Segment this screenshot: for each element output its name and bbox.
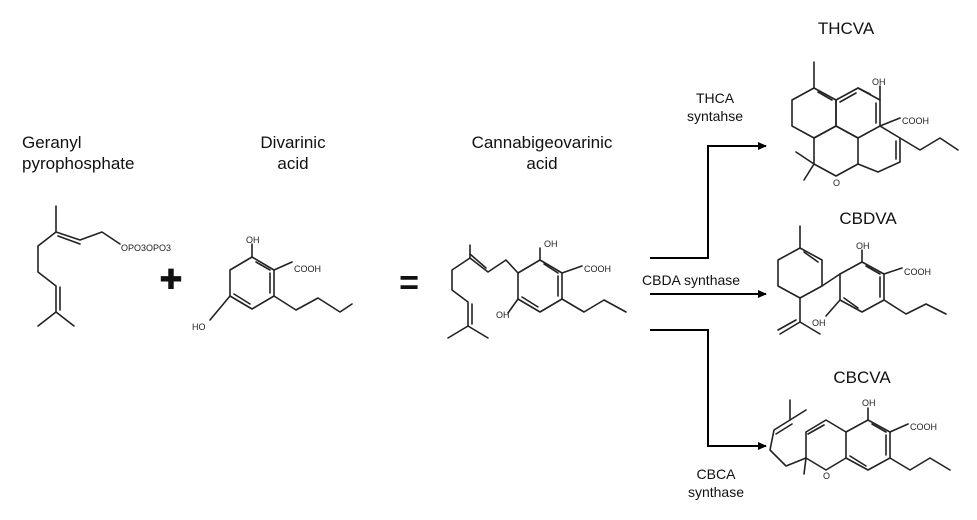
divarinic-acid-structure: OH COOH HO bbox=[192, 235, 353, 332]
svg-text:COOH: COOH bbox=[904, 267, 931, 277]
opo3-label: OPO3OPO3 bbox=[121, 243, 171, 253]
svg-text:OH: OH bbox=[544, 239, 558, 249]
reaction-arrows bbox=[650, 142, 767, 450]
geranyl-pyrophosphate-structure: OPO3OPO3 bbox=[37, 205, 171, 327]
cooh-label: COOH bbox=[294, 264, 321, 274]
svg-text:COOH: COOH bbox=[902, 116, 929, 126]
geranyl-pyrophosphate-label: Geranyl pyrophosphate bbox=[22, 133, 135, 174]
o-label: O bbox=[833, 178, 840, 188]
equals-icon: = bbox=[399, 264, 419, 302]
ho-label: HO bbox=[192, 322, 206, 332]
svg-text:O: O bbox=[823, 471, 830, 481]
thcva-structure: OH COOH O bbox=[791, 61, 959, 188]
cbcva-structure: OH COOH O bbox=[769, 398, 951, 481]
thcva-label: THCVA bbox=[817, 19, 875, 38]
svg-text:OH: OH bbox=[812, 318, 826, 328]
cbca-synthase-label: CBCA synthase bbox=[687, 466, 745, 500]
cbdva-label: CBDVA bbox=[839, 209, 897, 228]
cannabigeovarinic-acid-structure: OH COOH OH bbox=[447, 239, 627, 339]
oh-label: OH bbox=[246, 235, 260, 245]
cannabigeovarinic-acid-label: Cannabigeovarinic acid bbox=[471, 133, 613, 174]
svg-text:OH: OH bbox=[862, 398, 876, 408]
arrow-to-cbcva bbox=[650, 329, 767, 450]
svg-text:OH: OH bbox=[872, 77, 886, 87]
cbcva-label: CBCVA bbox=[833, 368, 891, 387]
svg-text:OH: OH bbox=[856, 241, 870, 251]
cbda-synthase-label: CBDA synthase bbox=[642, 272, 741, 288]
arrow-to-thcva bbox=[650, 142, 767, 259]
divarinic-acid-label: Divarinic acid bbox=[260, 133, 326, 174]
svg-text:OH: OH bbox=[496, 310, 510, 320]
svg-text:COOH: COOH bbox=[910, 422, 937, 432]
cbdva-structure: OH COOH OH bbox=[777, 225, 947, 335]
plus-icon: ✚ bbox=[159, 264, 183, 295]
svg-text:COOH: COOH bbox=[584, 264, 611, 274]
thca-synthase-label: THCA syntahse bbox=[686, 90, 744, 124]
